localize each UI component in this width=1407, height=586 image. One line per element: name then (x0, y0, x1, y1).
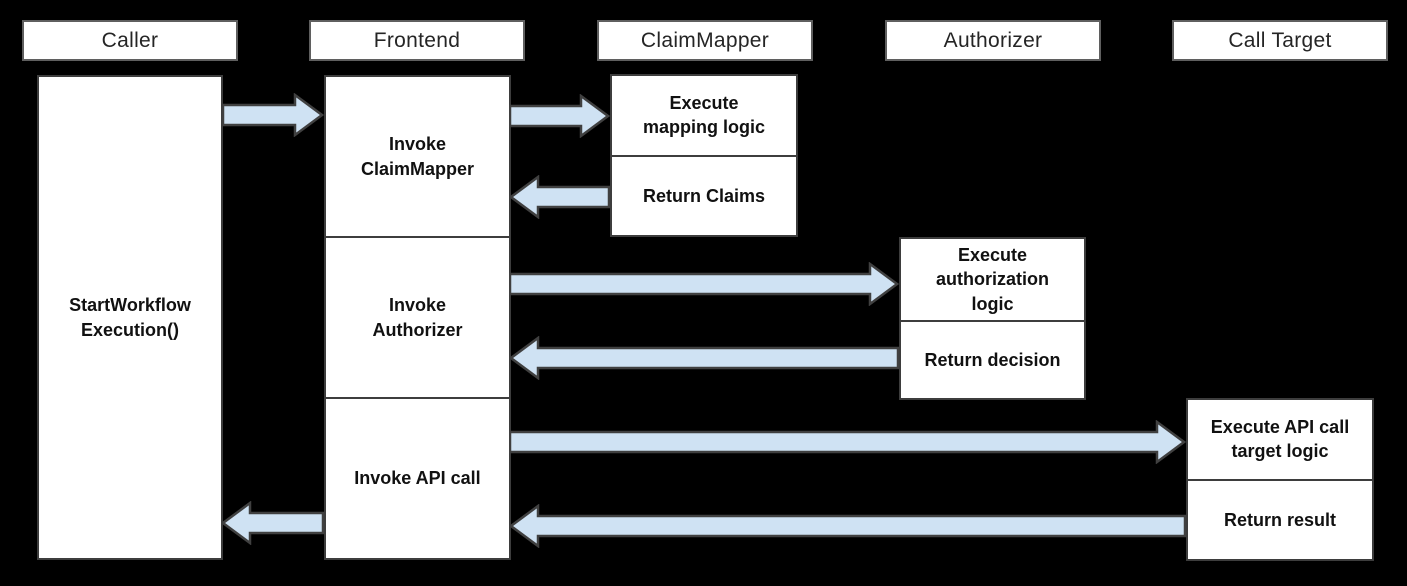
claimmapper-step-return-claims: Return Claims (612, 154, 796, 236)
arrow-claimmapper-return-to-frontend-icon (509, 175, 610, 219)
lane-header-claimmapper: ClaimMapper (597, 20, 813, 61)
calltarget-step-execute-api-call-target-logic: Execute API call target logic (1210, 416, 1350, 462)
calltarget-step-return-result: Return result (1188, 478, 1372, 560)
claimmapper-step-execute-mapping-logic: Execute mapping logic (642, 92, 765, 138)
frontend-step-invoke-authorizer: Invoke Authorizer (326, 236, 509, 397)
arrow-calltarget-return-to-frontend-icon (509, 504, 1186, 548)
lane-header-caller: Caller (22, 20, 238, 61)
arrow-frontend-return-to-caller-icon (221, 501, 324, 545)
lane-header-authorizer: Authorizer (885, 20, 1101, 61)
lane-label-authorizer: Authorizer (943, 28, 1043, 52)
arrow-authorizer-return-to-frontend-icon (509, 336, 899, 380)
lane-label-frontend: Frontend (373, 28, 461, 52)
caller-activity-label: StartWorkflow Execution() (69, 295, 191, 340)
lane-header-frontend: Frontend (309, 20, 525, 61)
caller-activity-box: StartWorkflow Execution() (37, 75, 223, 560)
lane-label-calltarget: Call Target (1228, 28, 1332, 52)
arrow-frontend-to-claimmapper-icon (509, 94, 610, 138)
authorizer-step-execute-authorization-logic: Execute authorization logic (936, 245, 1049, 314)
arrow-caller-to-frontend-icon (222, 93, 324, 137)
authorizer-step-return-decision: Return decision (901, 319, 1084, 398)
lane-header-calltarget: Call Target (1172, 20, 1388, 61)
frontend-step-invoke-api-call: Invoke API call (326, 397, 509, 558)
arrow-frontend-to-calltarget-icon (509, 420, 1186, 464)
calltarget-steps-box: Execute API call target logic Return res… (1186, 398, 1374, 561)
lane-label-caller: Caller (101, 28, 159, 52)
arrow-frontend-to-authorizer-icon (509, 262, 899, 306)
authorizer-steps-box: Execute authorization logic Return decis… (899, 237, 1086, 400)
frontend-step-invoke-claimmapper: Invoke ClaimMapper (360, 134, 475, 179)
claimmapper-steps-box: Execute mapping logic Return Claims (610, 74, 798, 237)
frontend-steps-box: Invoke ClaimMapper Invoke Authorizer Inv… (324, 75, 511, 560)
lane-label-claimmapper: ClaimMapper (640, 28, 770, 52)
